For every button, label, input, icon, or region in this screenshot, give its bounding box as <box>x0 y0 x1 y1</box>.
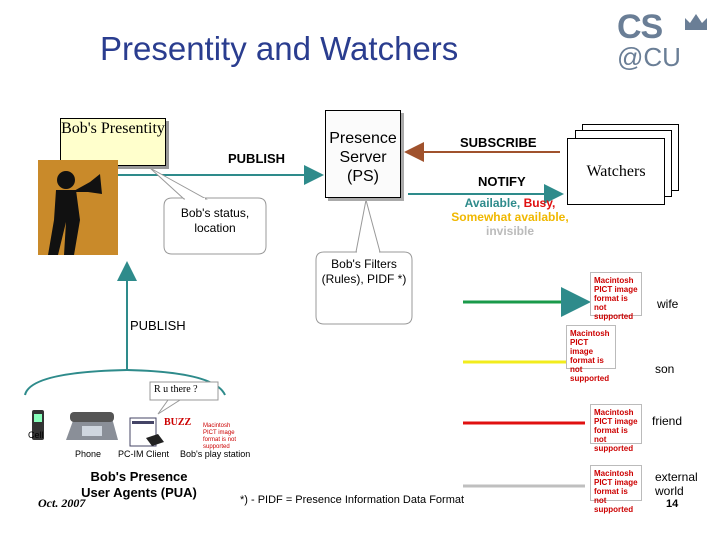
publish-top-label: PUBLISH <box>228 151 286 166</box>
watcher-son: son <box>655 362 675 376</box>
pict-friend: Macintosh PICT image format is not suppo… <box>590 404 642 453</box>
desk-phone-icon <box>66 412 118 440</box>
r-u-there-text: R u there ? <box>154 384 198 395</box>
page-title: Presentity and Watchers <box>100 30 459 67</box>
device-phone: Phone <box>75 449 102 459</box>
date-text: Oct. 2007 <box>38 496 86 510</box>
state-available: Available, <box>464 196 524 210</box>
presentity-box: Bob's Presentity <box>60 118 166 166</box>
pict-wife: Macintosh PICT image format is not suppo… <box>590 272 642 321</box>
notify-label: NOTIFY <box>478 174 526 189</box>
footnote: *) - PIDF = Presence Information Data Fo… <box>240 494 465 506</box>
pua-label: Bob's Presence User Agents (PUA) <box>81 469 197 500</box>
publish-left-label: PUBLISH <box>130 318 186 333</box>
buzz-text: BUZZ <box>164 417 192 428</box>
cell-phone-icon <box>32 410 44 440</box>
presence-server-box: Presence Server (PS) <box>325 110 401 198</box>
state-busy: Busy, <box>523 196 556 210</box>
device-client: PC-IM Client <box>118 449 170 459</box>
crown-icon <box>685 14 707 30</box>
filters-callout-text: Bob's Filters (Rules), PIDF *) <box>321 257 407 286</box>
logo-cu: @CU <box>617 42 681 72</box>
subscribe-label: SUBSCRIBE <box>460 135 537 150</box>
watcher-wife: wife <box>657 297 679 311</box>
status-callout-text: Bob's status, location <box>180 206 250 235</box>
state-somewhat: Somewhat available, <box>451 210 569 224</box>
pict-external: Macintosh PICT image format is not suppo… <box>590 465 642 514</box>
watcher-external: external world <box>655 470 698 498</box>
watcher-friend: friend <box>652 414 683 428</box>
logo-cs: CS <box>617 8 663 46</box>
state-invisible: invisible <box>485 224 535 238</box>
page-number: 14 <box>666 498 679 510</box>
person-megaphone-icon <box>38 160 118 255</box>
pict-son: Macintosh PICT image format is not suppo… <box>566 325 616 383</box>
im-client-icon <box>129 417 164 447</box>
device-cell: Cell <box>28 430 44 440</box>
watchers-box: Watchers <box>567 138 665 205</box>
presence-states: Available, Busy, Somewhat available, inv… <box>450 196 570 238</box>
pict-station: Macintosh PICT image format is not suppo… <box>200 420 246 450</box>
device-station: Bob's play station <box>180 449 251 459</box>
